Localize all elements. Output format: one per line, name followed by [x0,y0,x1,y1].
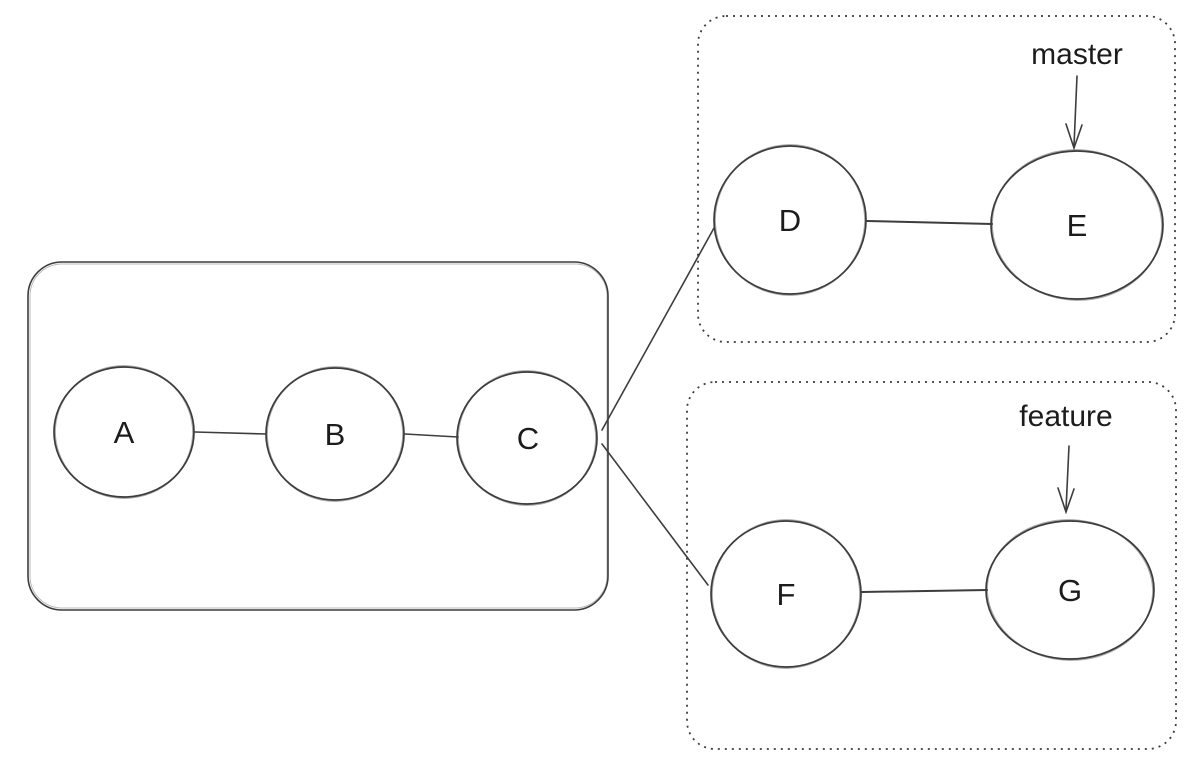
node-f-circle [710,519,862,669]
node-c-circle [456,370,598,506]
feature-group-box [686,381,1177,750]
edge-b-c [404,433,459,438]
node-d-circle [713,144,867,296]
labels-layer: A B C D E F G master feature [114,38,1123,612]
master-branch-label: master [1031,38,1123,71]
feature-arrow-icon [1057,445,1075,515]
node-a-label: A [114,415,135,450]
node-b-label: B [325,417,346,452]
node-c-label: C [517,421,539,456]
edge-d-e [866,220,993,225]
master-group-box [697,15,1176,343]
node-d-label: D [779,203,801,238]
edge-f-g [861,589,988,593]
node-e-circle [990,149,1164,301]
node-g-label: G [1058,573,1082,608]
feature-branch-label: feature [1019,400,1112,433]
edge-c-f [601,443,709,586]
edge-a-b [194,431,267,435]
master-arrow-icon [1065,75,1083,151]
edge-c-d [601,227,715,431]
node-a-circle [53,365,195,499]
trunk-group-box [27,261,609,611]
node-e-label: E [1067,208,1088,243]
shapes-layer [27,15,1177,750]
node-f-label: F [777,577,796,612]
